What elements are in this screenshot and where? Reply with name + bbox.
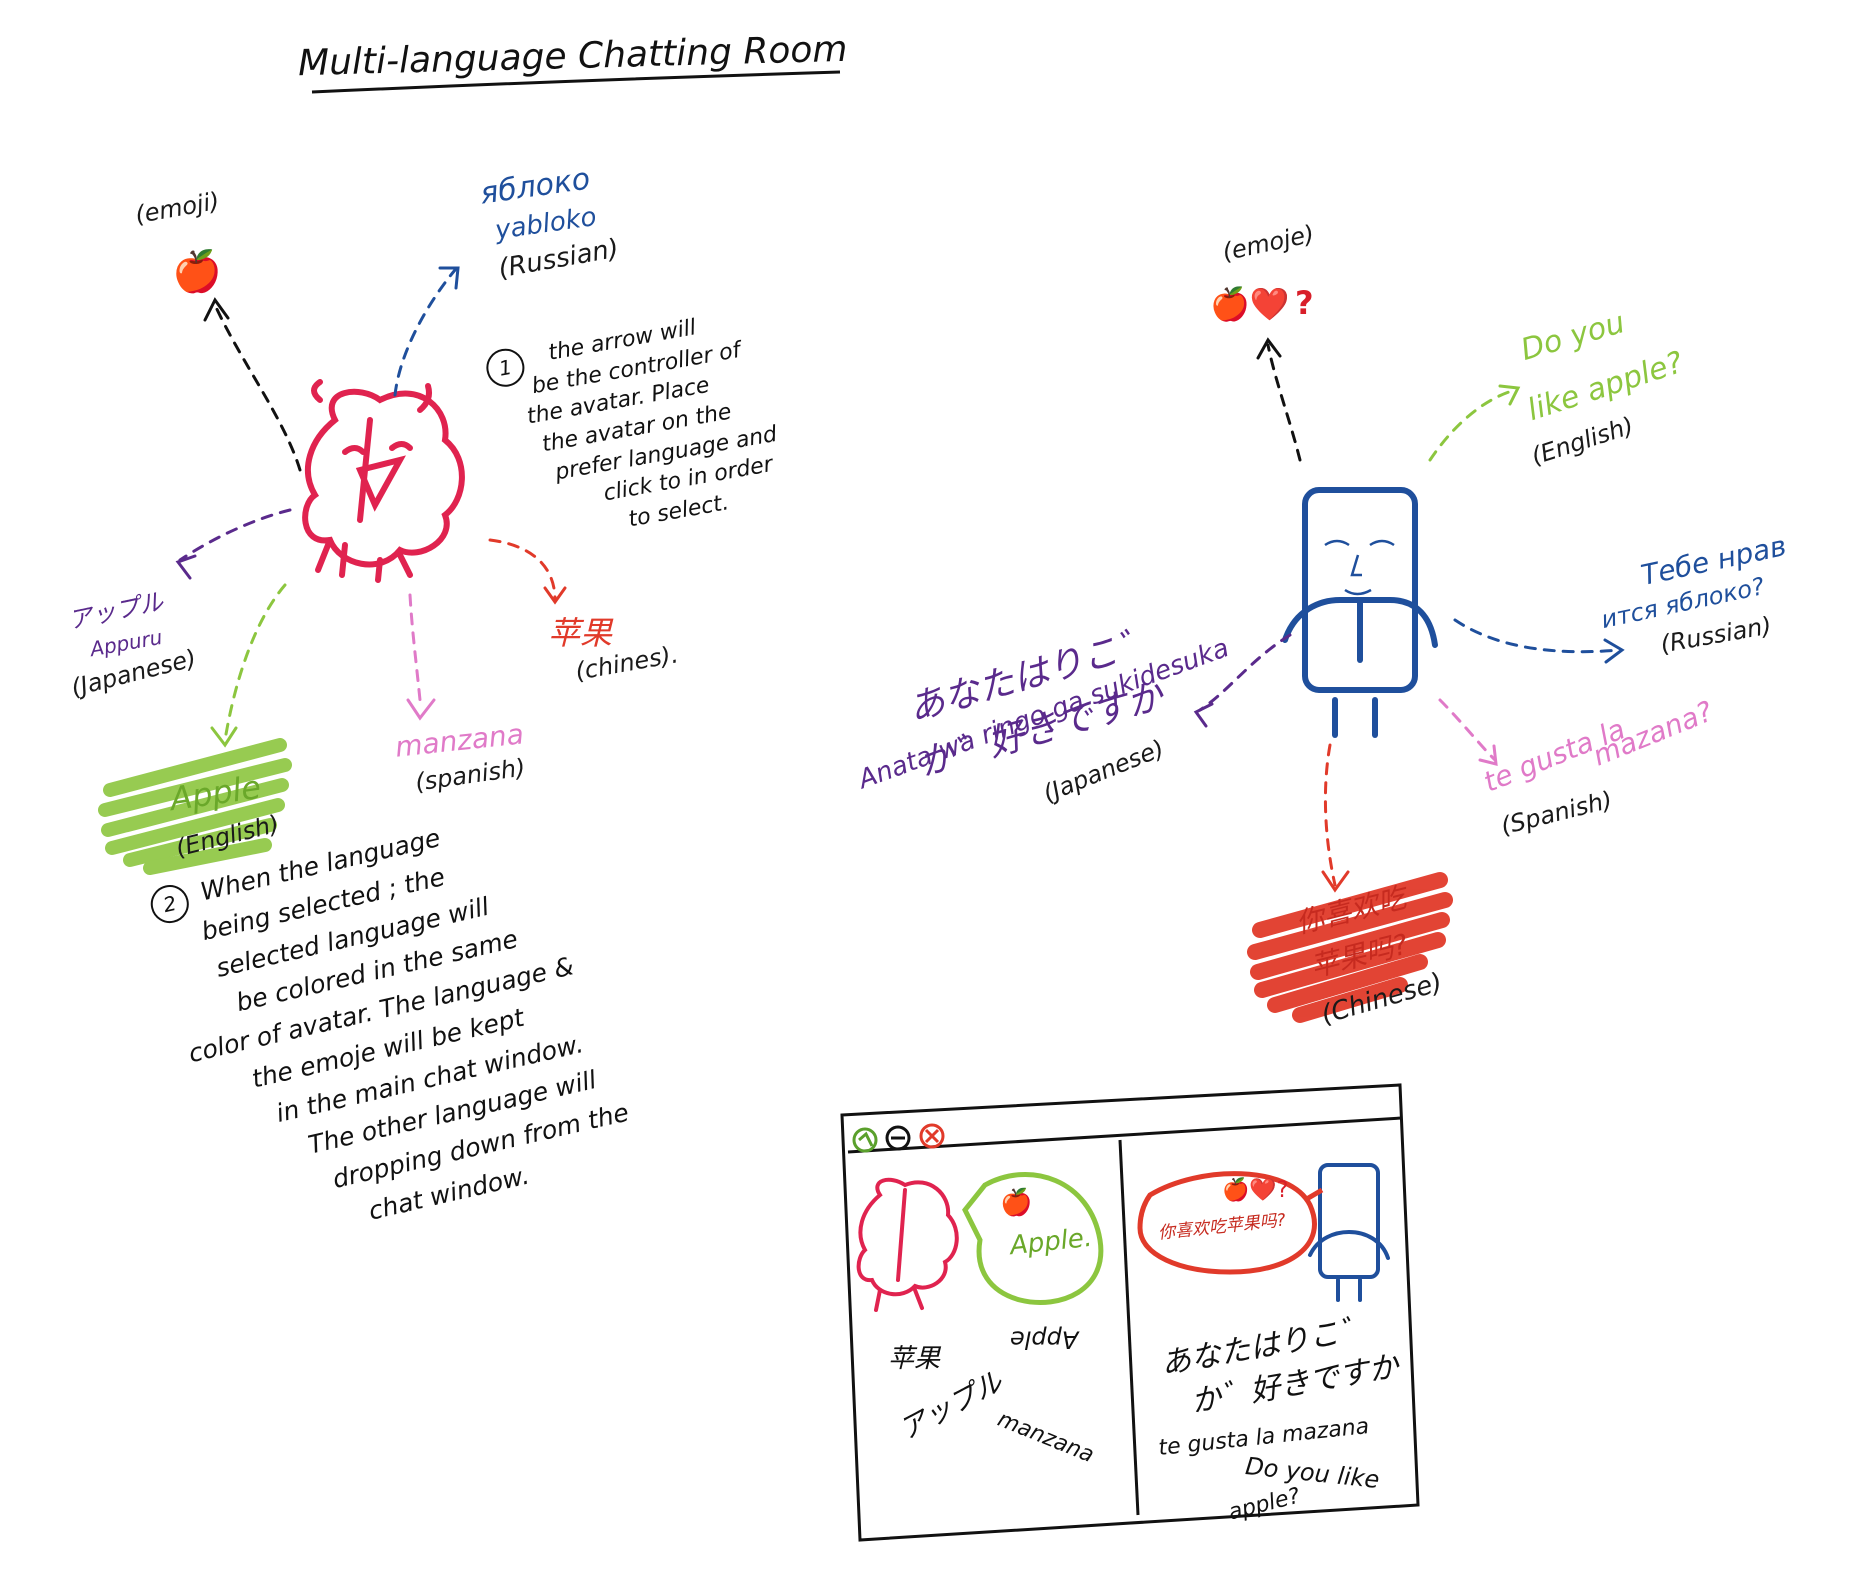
chat-blue-avatar <box>1308 1163 1390 1302</box>
chat-window-frame <box>840 1083 1420 1542</box>
red-avatar <box>302 379 465 583</box>
arrow-right-russian <box>1453 618 1622 654</box>
arrow-to-english <box>223 583 287 742</box>
chat-red-avatar <box>856 1177 959 1312</box>
arrow-to-japanese <box>178 508 292 562</box>
right-apple-heart-emoji-icon: 🍎❤️ <box>1210 285 1290 323</box>
arrow-to-chinese <box>488 538 557 602</box>
blue-avatar <box>1282 487 1438 738</box>
right-emoji-question: ? <box>1295 284 1314 322</box>
title-underline <box>311 70 841 94</box>
arrow-to-russian <box>393 268 457 397</box>
chat-left-apple-emoji-icon: 🍎 <box>1000 1188 1033 1218</box>
window-controls <box>852 1123 945 1153</box>
chat-right-emoji-icon: 🍎❤️? <box>1222 1178 1289 1203</box>
chinese-highlight <box>1247 872 1453 1023</box>
arrow-right-english <box>1428 388 1517 462</box>
chat-red-bubble <box>1137 1171 1324 1275</box>
left-apple-emoji-icon: 🍎 <box>172 249 222 295</box>
chat-left-word-english: Apple <box>1010 1325 1079 1354</box>
arrow-right-spanish <box>1438 698 1497 762</box>
chat-left-word-chinese: 苹果 <box>888 1344 941 1374</box>
arrow-right-emoji <box>1266 343 1302 462</box>
arrow-right-chinese <box>1323 743 1337 887</box>
arrow-to-spanish <box>408 593 422 702</box>
left-chinese-word: 苹果 <box>548 614 613 652</box>
english-highlight <box>98 738 292 875</box>
arrow-right-japanese <box>1198 633 1292 712</box>
chat-green-bubble <box>962 1171 1104 1305</box>
arrow-to-emoji <box>213 303 302 472</box>
